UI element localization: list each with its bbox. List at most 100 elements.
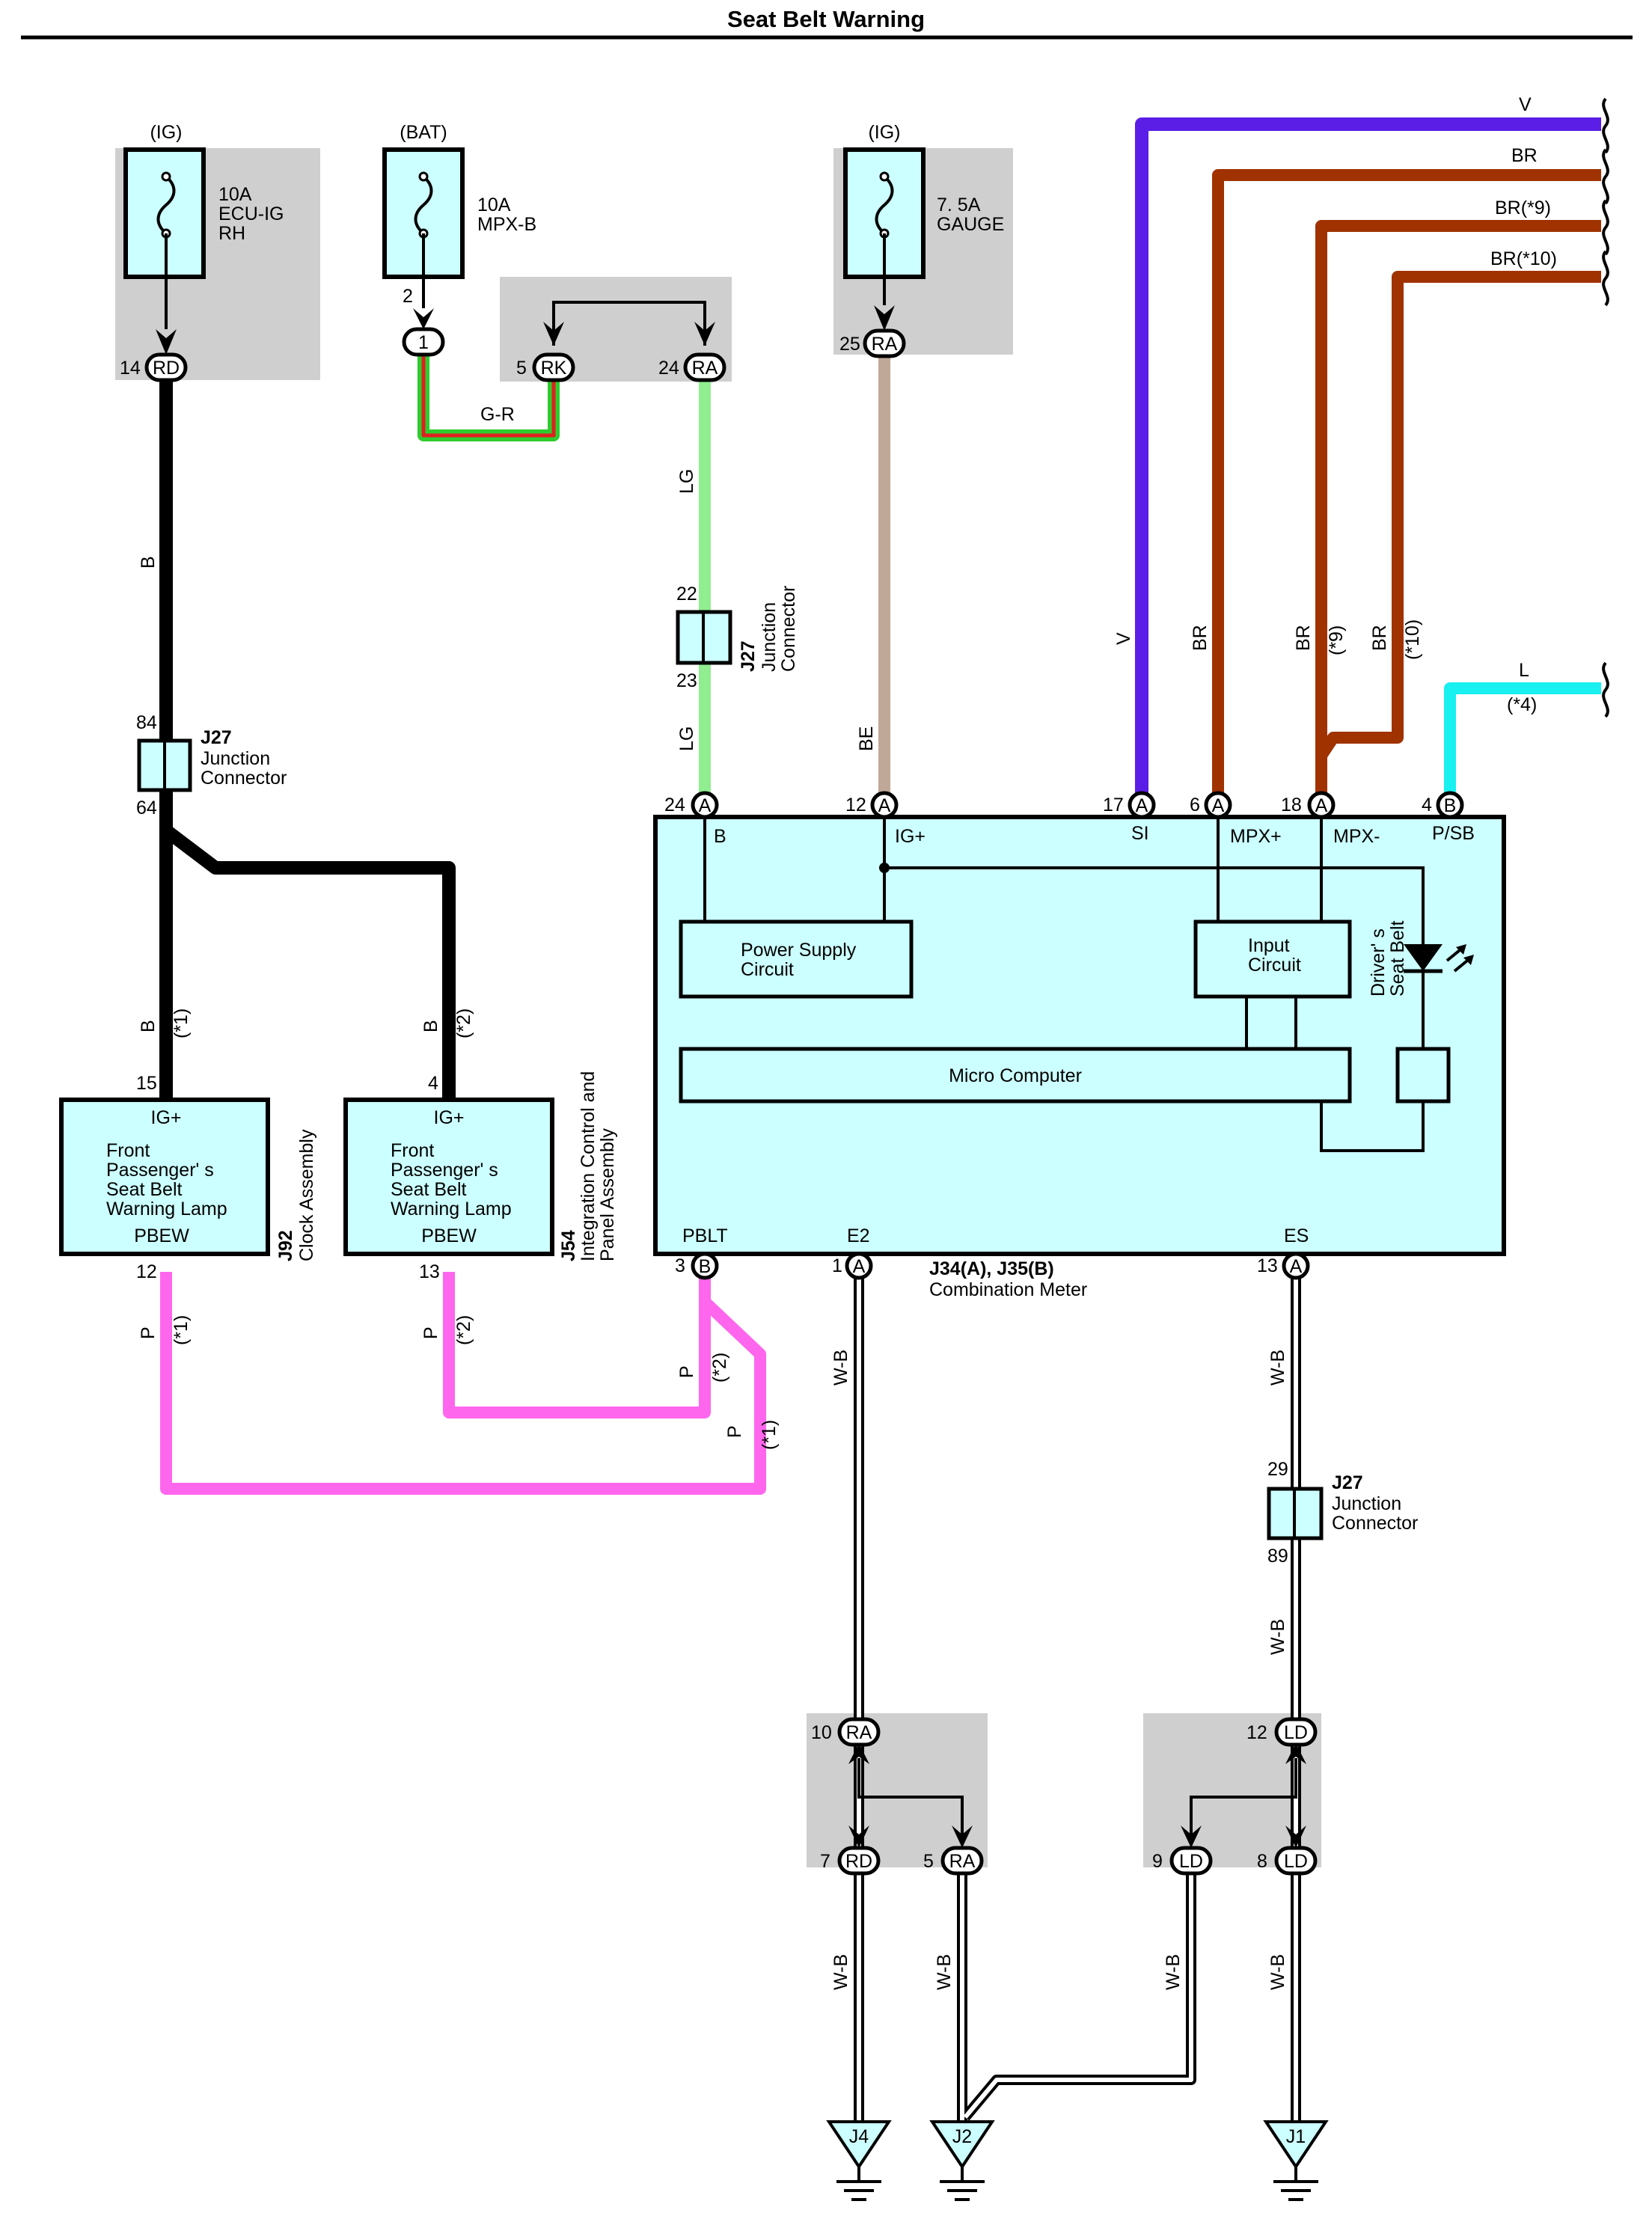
j27-2-pin-top: 22 bbox=[676, 584, 697, 605]
meter-pin-24a: A bbox=[691, 791, 719, 819]
j27-3-pin-bot: 89 bbox=[1267, 1546, 1288, 1567]
wire-br bbox=[1212, 169, 1601, 793]
wire-label-br9-top: BR(*9) bbox=[1495, 198, 1551, 218]
wire-label-p3: P bbox=[676, 1365, 697, 1378]
meter-pin-num-3: 3 bbox=[675, 1255, 685, 1276]
j27-3-name2: Connector bbox=[1332, 1513, 1418, 1534]
j27-2-name2: Connector bbox=[778, 586, 799, 672]
wire-p bbox=[160, 1272, 766, 1495]
wire-label-p4-note: (*1) bbox=[759, 1420, 780, 1450]
wire-label-wb-6: W-B bbox=[1163, 1954, 1184, 1990]
meter-pin-3b: B bbox=[691, 1252, 719, 1280]
fuse2-pin: 2 bbox=[403, 286, 413, 307]
ground-j4-label: J4 bbox=[849, 2126, 869, 2147]
svg-text:A: A bbox=[1290, 1256, 1303, 1277]
wire-b bbox=[159, 374, 456, 1100]
j92-line3: Seat Belt bbox=[106, 1179, 183, 1200]
j54-line3: Seat Belt bbox=[391, 1179, 467, 1200]
gnd-internal-wire-left bbox=[857, 1758, 964, 1840]
fuse1-name: ECU-IG bbox=[218, 203, 284, 224]
input-circuit-label1: Input bbox=[1248, 935, 1290, 956]
svg-text:B: B bbox=[1444, 795, 1457, 816]
lamp-box-j54 bbox=[343, 1098, 554, 1256]
gnd-left-pin-b: 5 bbox=[923, 1851, 934, 1872]
j54-line2: Passenger' s bbox=[391, 1160, 498, 1181]
power-supply-circuit bbox=[679, 919, 914, 999]
meter-pin-num-12: 12 bbox=[845, 795, 866, 815]
fuse3-amp: 7. 5A bbox=[937, 195, 981, 215]
combination-meter-box bbox=[653, 815, 1506, 1256]
j54-line1: Front bbox=[391, 1140, 434, 1161]
input-circuit-label2: Circuit bbox=[1248, 955, 1301, 976]
j92-bot-pin: 12 bbox=[136, 1261, 157, 1282]
wire-label-br9-note: (*9) bbox=[1326, 625, 1347, 655]
meter-pin-label-mpxp: MPX+ bbox=[1230, 826, 1282, 847]
meter-pin-13a: A bbox=[1282, 1252, 1310, 1280]
wire-label-p2-note: (*2) bbox=[453, 1315, 474, 1345]
wire-label-b1: B bbox=[138, 1020, 159, 1032]
j92-id: J92 bbox=[275, 1230, 296, 1261]
wire-label-gr: G-R bbox=[480, 404, 515, 425]
meter-pin-label-ig: IG+ bbox=[895, 826, 926, 847]
connector-1: 1 bbox=[402, 327, 445, 357]
j27-1-pin-bot: 64 bbox=[136, 798, 157, 818]
fuse1-amp: 10A bbox=[218, 184, 252, 205]
wire-label-be: BE bbox=[856, 726, 877, 751]
gnd-left-pin-top: 10 bbox=[811, 1722, 832, 1743]
conn-rk-label: RK bbox=[541, 358, 567, 379]
fuse1-source: (IG) bbox=[150, 122, 182, 143]
j27-3-id: J27 bbox=[1332, 1472, 1363, 1493]
meter-junction-dot bbox=[879, 863, 890, 873]
ground-j4-icon bbox=[826, 2120, 892, 2201]
fuse1-side: RH bbox=[218, 223, 245, 244]
wire-label-wb-7: W-B bbox=[1267, 1954, 1288, 1990]
wire-label-br10-top: BR(*10) bbox=[1490, 248, 1557, 269]
j92-line1: Front bbox=[106, 1140, 150, 1161]
wire-label-wb-1: W-B bbox=[830, 1350, 851, 1386]
seat-belt-label2: Seat Belt bbox=[1387, 920, 1408, 997]
j54-ig: IG+ bbox=[434, 1107, 465, 1128]
wire-label-v-side: V bbox=[1113, 632, 1134, 645]
svg-text:A: A bbox=[1212, 795, 1225, 816]
j27-1-id: J27 bbox=[201, 727, 232, 748]
wire-label-br10-note: (*10) bbox=[1402, 619, 1423, 660]
meter-pin-num-24: 24 bbox=[664, 795, 685, 815]
meter-pin-num-1: 1 bbox=[832, 1255, 842, 1276]
conn-rd-label: RD bbox=[153, 358, 180, 379]
pin-24-ra: 24 bbox=[658, 358, 679, 379]
meter-name: Combination Meter bbox=[929, 1279, 1087, 1300]
wire-label-p2: P bbox=[420, 1326, 441, 1339]
svg-text:A: A bbox=[1315, 795, 1328, 816]
power-supply-label2: Circuit bbox=[741, 959, 794, 980]
j92-line2: Passenger' s bbox=[106, 1160, 214, 1181]
meter-internal-wiring bbox=[703, 817, 1425, 1152]
lamp-box-j92 bbox=[59, 1098, 270, 1256]
j27-2-pin-bot: 23 bbox=[676, 670, 697, 691]
meter-pin-label-psb: P/SB bbox=[1432, 823, 1475, 844]
connector-ra-24: RA bbox=[683, 322, 726, 382]
wire-label-l-note: (*4) bbox=[1507, 694, 1537, 715]
junction-j27-2 bbox=[676, 610, 732, 665]
gnd-right-connectors: LD LD LD bbox=[1169, 1717, 1318, 1876]
j54-pbew: PBEW bbox=[421, 1225, 477, 1246]
fuse-gauge bbox=[843, 147, 926, 331]
j27-3-pin-top: 29 bbox=[1267, 1459, 1288, 1480]
meter-pin-num-4: 4 bbox=[1422, 795, 1432, 815]
fuse-mpx-b bbox=[382, 147, 465, 329]
wire-label-l: L bbox=[1519, 660, 1529, 681]
meter-top-pins: A A A A A B bbox=[691, 791, 1464, 819]
wire-label-p3-note: (*2) bbox=[709, 1353, 730, 1383]
meter-pin-4b: B bbox=[1436, 791, 1464, 819]
wire-label-b2-note: (*2) bbox=[453, 1009, 474, 1038]
wire-l bbox=[1444, 682, 1601, 793]
wire-label-b: B bbox=[138, 556, 159, 569]
wire-label-br10-side: BR bbox=[1369, 625, 1390, 651]
led-driver-box bbox=[1395, 1047, 1451, 1104]
j92-top-pin: 15 bbox=[136, 1073, 157, 1094]
j92-line4: Warning Lamp bbox=[106, 1199, 227, 1219]
wire-label-br9-side: BR bbox=[1293, 625, 1314, 651]
svg-text:RA: RA bbox=[949, 1851, 976, 1872]
j27-2-name1: Junction bbox=[759, 602, 780, 672]
wire-g-r bbox=[417, 352, 560, 441]
